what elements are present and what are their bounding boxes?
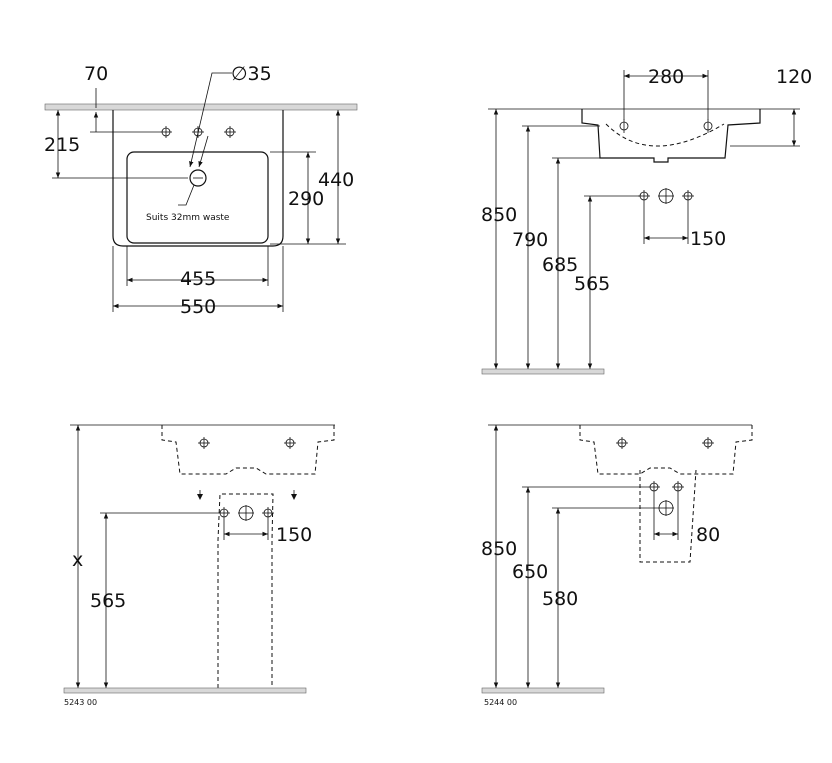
side-floor [481, 368, 605, 375]
semi-tap-holes [616, 437, 714, 449]
model-ref: 5244 00 [484, 698, 517, 707]
pedestal-tap-holes [198, 437, 296, 449]
plan-wall-strip [44, 103, 358, 111]
dim-bowl-width: 455 [180, 268, 216, 290]
semi-shroud-hidden [639, 469, 697, 563]
pedestal-marker-right [291, 494, 297, 500]
dim-supply-spacing: 150 [690, 228, 726, 250]
semi-floor [481, 687, 605, 694]
side-tap-holes [619, 119, 713, 133]
dim-supply-spacing: 80 [696, 524, 720, 546]
dim-basin-height: 120 [776, 66, 812, 88]
side-bowl-hidden [605, 123, 725, 147]
semi-pedestal-view: 850 650 580 80 5244 00 [481, 424, 753, 707]
model-ref: 5243 00 [64, 698, 97, 707]
pedestal-marker-left [197, 494, 203, 500]
dim-total-depth: 440 [318, 169, 354, 191]
dim-rim-height: 850 [481, 538, 517, 560]
dim-upper-supply-height: 650 [512, 561, 548, 583]
dim-waste-depth: 215 [44, 134, 80, 156]
side-supply-holes [638, 188, 694, 204]
dim-hole-spacing: 280 [648, 66, 684, 88]
dim-lower-supply-height: 580 [542, 588, 578, 610]
dim-rim-height: 850 [481, 204, 517, 226]
pedestal-view: x 565 150 5243 00 [63, 424, 335, 707]
dim-bowl-depth: 290 [288, 188, 324, 210]
pedestal-floor [63, 687, 307, 694]
plan-bowl [126, 151, 269, 244]
dim-supply-height: 565 [90, 590, 126, 612]
plan-basin-outline [112, 110, 284, 247]
pedestal-column-hidden [217, 493, 274, 688]
dim-total-width: 550 [180, 296, 216, 318]
dim-supply-height: 565 [574, 273, 610, 295]
dim-height-variable: x [72, 549, 83, 571]
side-view: 280 120 850 790 685 565 150 [481, 66, 812, 375]
waste-note-leader [178, 184, 195, 206]
dim-tap-offset: 70 [84, 63, 108, 85]
plan-view: 70 ∅35 215 290 440 455 550 Suits 32mm wa… [44, 63, 358, 318]
dim-supply-spacing: 150 [276, 524, 312, 546]
dim-waste-outlet-height: 685 [542, 254, 578, 276]
pedestal-supply-holes [218, 505, 274, 521]
semi-supply-holes [648, 481, 684, 516]
dim-hole-diameter: ∅35 [231, 63, 272, 85]
waste-note: Suits 32mm waste [146, 213, 230, 223]
dim-underside-height: 790 [512, 229, 548, 251]
diameter-leader [189, 72, 232, 168]
pedestal-basin-hidden [161, 425, 335, 475]
plan-waste-hole [189, 169, 207, 187]
semi-basin-hidden [579, 425, 753, 475]
side-basin-profile [581, 109, 761, 163]
